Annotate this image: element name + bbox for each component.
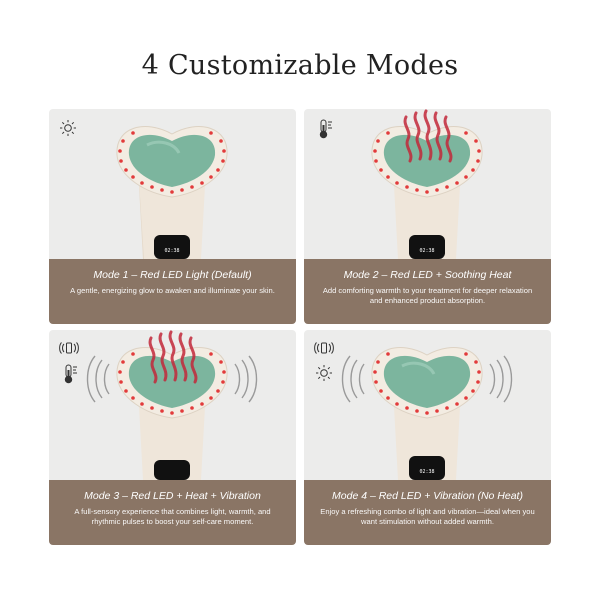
vibration-waves: [341, 355, 513, 403]
mode-card-1: 02:38 Mode 1 – Red LED Light (Default) A…: [49, 109, 296, 324]
mode-description: Enjoy a refreshing combo of light and vi…: [320, 507, 535, 526]
mode-description: A gentle, energizing glow to awaken and …: [70, 286, 275, 295]
page-title: 4 Customizable Modes: [141, 50, 459, 81]
device-screen-time: 02:38: [419, 469, 434, 475]
mode-description: Add comforting warmth to your treatment …: [322, 286, 533, 305]
mode-caption: Mode 1 – Red LED Light (Default) A gentl…: [49, 259, 296, 324]
mode-caption: Mode 3 – Red LED + Heat + Vibration A fu…: [49, 480, 296, 545]
thermometer-icon: [61, 364, 79, 389]
device-screen-time: 02:38: [419, 248, 434, 254]
mode-caption: Mode 2 – Red LED + Soothing Heat Add com…: [304, 259, 551, 324]
heat-waves: [148, 330, 198, 384]
mode-card-2: 02:38 Mode 2 – Red LED + Soothing Heat A…: [304, 109, 551, 324]
heat-waves: [403, 109, 453, 163]
vibration-icon: [59, 340, 79, 361]
vibration-waves: [86, 355, 258, 403]
mode-title: Mode 1 – Red LED Light (Default): [93, 269, 252, 281]
mode-title: Mode 3 – Red LED + Heat + Vibration: [84, 490, 261, 502]
device-illustration: 02:38: [371, 109, 483, 259]
device-illustration: 02:38: [341, 347, 513, 480]
mode-card-4: 02:38 Mode 4 – Red LED + Vibration (No H…: [304, 330, 551, 545]
mode-title: Mode 4 – Red LED + Vibration (No Heat): [332, 490, 523, 502]
sun-icon: [315, 364, 333, 387]
thermometer-icon: [316, 119, 334, 144]
device-head: [116, 126, 228, 198]
device-illustration: 02:38: [116, 126, 228, 259]
device-illustration: [86, 330, 258, 480]
mode-title: Mode 2 – Red LED + Soothing Heat: [343, 269, 512, 281]
device-screen-time: 02:38: [164, 248, 179, 254]
mode-card-3: Mode 3 – Red LED + Heat + Vibration A fu…: [49, 330, 296, 545]
sun-icon: [59, 119, 77, 142]
mode-caption: Mode 4 – Red LED + Vibration (No Heat) E…: [304, 480, 551, 545]
vibration-icon: [314, 340, 334, 361]
mode-description: A full-sensory experience that combines …: [74, 507, 271, 526]
